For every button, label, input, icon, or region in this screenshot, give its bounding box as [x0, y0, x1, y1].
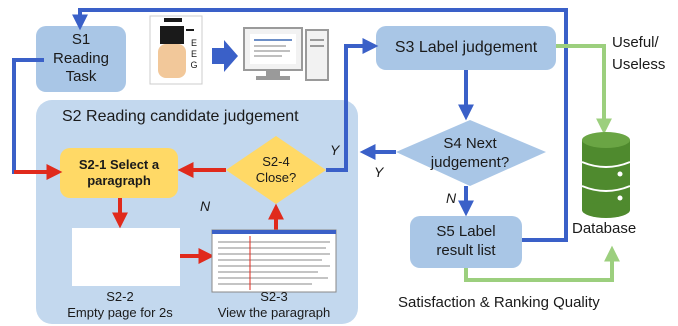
- s2-2-line-1: S2-2: [106, 288, 134, 304]
- database-label: Database: [572, 220, 637, 237]
- edge-label-useless: Useless: [612, 56, 666, 73]
- s1-box: [36, 26, 126, 92]
- s4-line-1: S4 Next: [443, 135, 497, 153]
- paragraph-viewer-thumbnail: [211, 229, 337, 293]
- s2-3-line-1: S2-3: [260, 288, 288, 304]
- s2-1-label: S2-1 Select a paragraph: [60, 148, 178, 198]
- s1-line-3: Task: [65, 68, 97, 86]
- s2-group-title: S2 Reading candidate judgement: [62, 108, 299, 125]
- eeg-letter-1: E: [190, 38, 197, 48]
- s2-1-box: [60, 148, 178, 198]
- s2-4-label: S2-4 Close?: [236, 150, 316, 190]
- edge-label-s4-no: N: [446, 190, 457, 206]
- arrow-eeg-to-computer: [212, 40, 238, 72]
- s2-2-line-2: Empty page for 2s: [67, 305, 173, 320]
- s2-3-line-2: View the paragraph: [217, 305, 331, 320]
- s4-line-2: judgement?: [430, 154, 510, 171]
- edge-label-s4-yes: Y: [374, 164, 384, 180]
- arrow-s5-to-database: [464, 245, 620, 282]
- arrow-s2-4-to-s3: [326, 38, 379, 172]
- s1-line-2: Reading: [53, 49, 109, 67]
- s5-line-1: S5 Label: [436, 223, 496, 241]
- s2-4-line-1: S2-4: [262, 153, 290, 169]
- s1-label: S1 Reading Task: [36, 26, 126, 92]
- s2-2-caption: S2-2 Empty page for 2s: [40, 288, 200, 322]
- s5-box: [410, 216, 522, 268]
- s4-label: S4 Next judgement?: [410, 134, 530, 174]
- arrow-s3-to-database: [556, 44, 612, 135]
- s2-4-diamond: [226, 136, 326, 204]
- eeg-letter-3: G: [190, 60, 198, 70]
- edge-label-s2-4-yes: Y: [330, 142, 340, 158]
- edge-label-s2-4-no: N: [200, 198, 211, 214]
- head-eeg-icon: [149, 15, 203, 85]
- computer-icon: [243, 27, 329, 81]
- database-icon: [581, 132, 631, 218]
- s1-line-1: S1: [71, 30, 91, 48]
- edge-label-satisfaction: Satisfaction & Ranking Quality: [398, 294, 600, 311]
- s2-1-line-1: S2-1 Select a: [78, 156, 160, 172]
- s2-3-caption: S2-3 View the paragraph: [196, 288, 352, 322]
- eeg-letters: E E G: [186, 38, 202, 71]
- arrow-s5-to-s1: [72, 8, 568, 242]
- s5-line-2: result list: [436, 242, 496, 259]
- s2-1-line-2: paragraph: [87, 173, 151, 188]
- s4-diamond: [396, 120, 546, 186]
- s5-label: S5 Label result list: [410, 216, 522, 268]
- s3-label: S3 Label judgement: [394, 39, 538, 56]
- s2-4-line-2: Close?: [255, 170, 297, 185]
- s3-box: [376, 26, 556, 70]
- eeg-letter-2: E: [190, 49, 197, 59]
- s2-2-empty-page: [72, 228, 180, 286]
- edge-label-useful: Useful/: [612, 34, 659, 51]
